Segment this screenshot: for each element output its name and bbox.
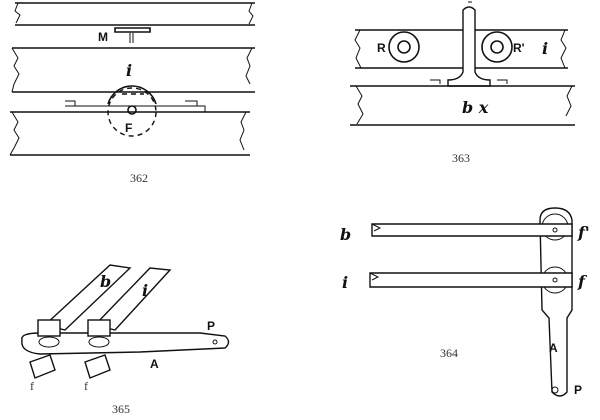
label-f: f [577,272,588,291]
pivot-f [127,105,137,115]
roller-r [388,31,420,63]
disk-upper [107,85,157,105]
label-b: b [100,272,111,291]
figure-number: 364 [440,346,458,360]
figure-number: 365 [112,402,130,416]
roller-r-prime [481,31,513,63]
label-b: b [340,225,351,244]
middle-board-i [12,47,255,93]
label-p: P [574,383,582,397]
label-a: A [549,341,558,355]
bar-i [369,272,573,288]
label-f: F [125,121,132,135]
disk-dashed [107,87,157,137]
label-f-1: f [30,379,34,393]
bottom-board [10,111,250,156]
label-i: i [126,61,132,80]
board-bx [350,85,575,126]
label-p: P [207,319,215,333]
base-supports [29,354,111,379]
label-a: A [150,357,159,371]
label-bx: b x [462,98,489,117]
figure-362: M i F 362 [9,2,255,185]
board-i [355,29,568,69]
top-board [15,2,255,26]
label-f-prime: f' [577,223,590,242]
figure-363: R R' i b x 363 [350,1,575,165]
label-f-2: f [84,379,88,393]
figure-364: b i f' f A P 364 [340,207,590,397]
label-i: i [142,281,148,300]
figure-365: b i P A f f 365 [21,264,230,416]
label-i: i [542,39,548,58]
figure-number: 363 [452,151,470,165]
plate-m [114,27,151,33]
block-i [87,319,111,337]
label-r-prime: R' [513,41,525,55]
label-m: M [98,30,108,44]
lever-a [539,207,573,397]
figure-number: 362 [130,171,148,185]
label-r: R [377,41,386,55]
label-i: i [342,273,348,292]
rail [447,6,491,87]
block-b [37,319,61,337]
lever-a [21,332,230,355]
bar-b [371,223,573,237]
